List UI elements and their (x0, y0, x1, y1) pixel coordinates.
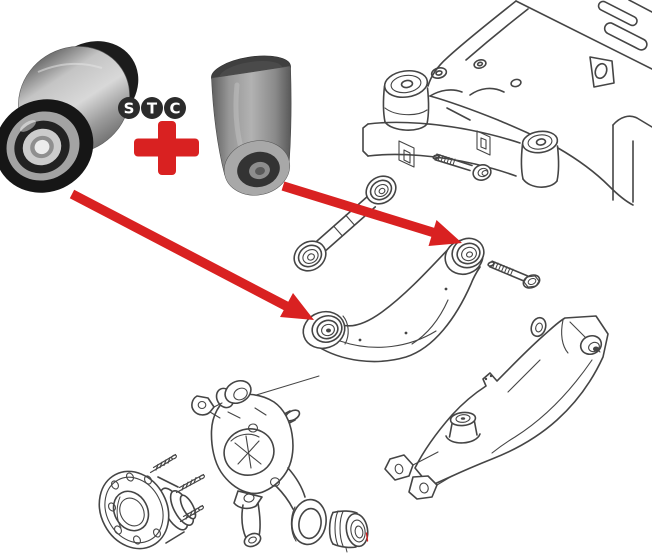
subframe-slot (597, 0, 638, 27)
stc-logo: S T C (118, 97, 186, 119)
small-bushing-drawing (328, 510, 369, 553)
control-arm-bushing-front (302, 310, 349, 350)
cylindrical-bushing-photo (211, 55, 292, 196)
ball-bushing-face (0, 99, 94, 193)
arrow-to-front-bushing (69, 189, 314, 320)
knuckle-top-boss (215, 379, 252, 409)
logo-letter-t: T (147, 100, 158, 118)
wheel-hub-drawing (98, 453, 205, 550)
knuckle-lower-ring (291, 498, 327, 546)
logo-letter-s: S (124, 100, 135, 118)
subframe-bolt-drawing (432, 153, 492, 181)
subframe-hole (594, 62, 608, 80)
arrow-to-rear-bushing (281, 181, 462, 246)
control-arm-bushing-rear (444, 237, 485, 276)
subframe-drawing (362, 0, 652, 206)
logo-circle-c (164, 97, 186, 119)
cylindrical-bushing-face (223, 140, 291, 196)
wheel-studs (149, 453, 205, 523)
bump-stop-cup (445, 411, 481, 444)
logo-circle-t (141, 97, 163, 119)
control-arm-bolt-drawing (487, 260, 541, 289)
washer-drawing (530, 316, 547, 338)
hub-flange-holes (108, 472, 161, 545)
subframe-bushing-left (382, 69, 430, 131)
subframe-bushing-right (520, 130, 560, 188)
logo-circle-s (118, 97, 140, 119)
trailing-arm-drawing (384, 315, 609, 500)
lateral-link-bushing-upper (365, 175, 397, 205)
subframe-slot (603, 22, 648, 51)
logo-letter-c: C (169, 100, 180, 118)
ball-bushing-photo (0, 41, 139, 193)
trailing-arm-bushing-eye (579, 334, 603, 356)
lateral-link-drawing (293, 175, 397, 272)
lateral-link-bushing-lower (293, 240, 327, 272)
plus-icon (134, 121, 199, 175)
annotation-arrows (69, 181, 462, 320)
curved-control-arm-drawing (302, 237, 485, 363)
knuckle-drawing (191, 375, 327, 548)
